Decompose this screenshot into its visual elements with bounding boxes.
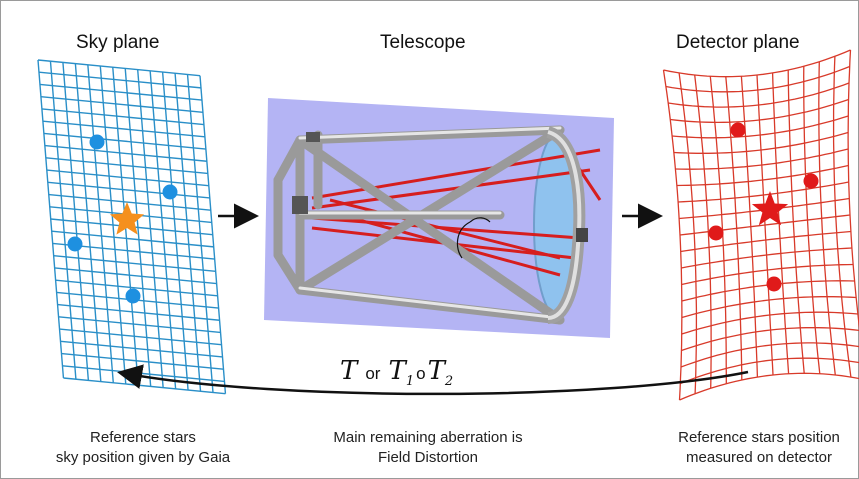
sky-grid-line	[54, 267, 217, 285]
transform-arrow	[117, 364, 749, 396]
detector-grid-line	[678, 181, 849, 203]
transform-t2: T	[427, 356, 445, 386]
telescope-illustration	[264, 98, 614, 338]
sky-plane-heading: Sky plane	[76, 32, 160, 53]
caption-right: Reference stars position measured on det…	[678, 429, 840, 466]
compose-operator: o	[416, 364, 426, 383]
sky-star-dot	[125, 288, 141, 304]
sky-grid-line	[43, 132, 206, 150]
sky-star-dot	[162, 184, 178, 200]
detector-star-dot	[708, 225, 724, 241]
detector-star-dot	[730, 122, 746, 138]
sky-grid-line	[57, 303, 220, 321]
sky-grid-line	[53, 254, 216, 273]
sky-grid-line	[59, 328, 222, 346]
sky-grid-line	[61, 352, 224, 370]
detector-grid-line	[681, 263, 854, 286]
sky-grid-line	[60, 340, 223, 358]
sky-grid-line	[39, 83, 203, 101]
sky-grid-line	[51, 230, 214, 248]
sky-grid-line	[42, 120, 205, 138]
detector-grid-line	[681, 296, 857, 319]
detector-grid-line	[670, 98, 849, 124]
secondary-mirror-holder	[292, 196, 308, 214]
transform-symbol: T	[340, 356, 358, 386]
sky-grid-line	[37, 59, 201, 77]
sky-grid-line	[47, 181, 210, 199]
caption-left: Reference stars sky position given by Ga…	[55, 429, 231, 466]
sky-grid-line	[38, 71, 202, 89]
sky-grid-line	[40, 95, 204, 114]
sky-grid	[37, 59, 227, 395]
detector-grid-line	[680, 357, 859, 385]
sky-grid-line	[199, 75, 227, 394]
detector-grid-line	[672, 115, 849, 139]
detector-grid-line	[680, 342, 859, 368]
detector-grid-line	[679, 372, 859, 401]
detector-target-star	[751, 191, 789, 226]
detector-reference-stars	[708, 122, 819, 292]
detector-grid-line	[679, 214, 851, 236]
detector-grid-line	[681, 326, 859, 352]
transform-t1: T	[388, 356, 406, 386]
sky-target-star	[109, 202, 145, 235]
sky-grid-line	[46, 169, 209, 187]
caption-center: Main remaining aberration is Field Disto…	[333, 429, 523, 466]
detector-grid-line	[675, 148, 849, 170]
sky-grid-line	[44, 144, 207, 162]
focal-arc	[456, 221, 471, 259]
detector-grid-line	[680, 230, 851, 253]
sky-reference-stars	[67, 134, 178, 304]
sky-grid-line	[55, 279, 218, 297]
sky-grid-line	[58, 316, 221, 334]
telescope-heading: Telescope	[380, 32, 466, 53]
sky-grid-line	[62, 365, 225, 383]
detector-grid-line	[681, 247, 852, 269]
detector-grid-line	[668, 82, 850, 108]
detector-plane-heading: Detector plane	[676, 32, 800, 53]
detector-grid-line	[673, 131, 849, 154]
detector-grid	[662, 49, 859, 401]
detector-grid-line	[665, 65, 850, 93]
detector-star-dot	[766, 276, 782, 292]
sky-grid-line	[63, 377, 226, 395]
sky-grid-line	[41, 108, 204, 126]
telescope-truss	[273, 125, 565, 325]
sky-star-dot	[89, 134, 105, 150]
detector-star-dot	[803, 173, 819, 189]
formula-or: or	[365, 364, 381, 383]
sky-grid-line	[45, 157, 208, 175]
detector-grid-line	[681, 311, 858, 335]
detector-grid-line	[676, 164, 849, 187]
sky-star-dot	[67, 236, 83, 252]
sky-grid-line	[48, 193, 211, 211]
detector-grid-line	[663, 49, 851, 78]
